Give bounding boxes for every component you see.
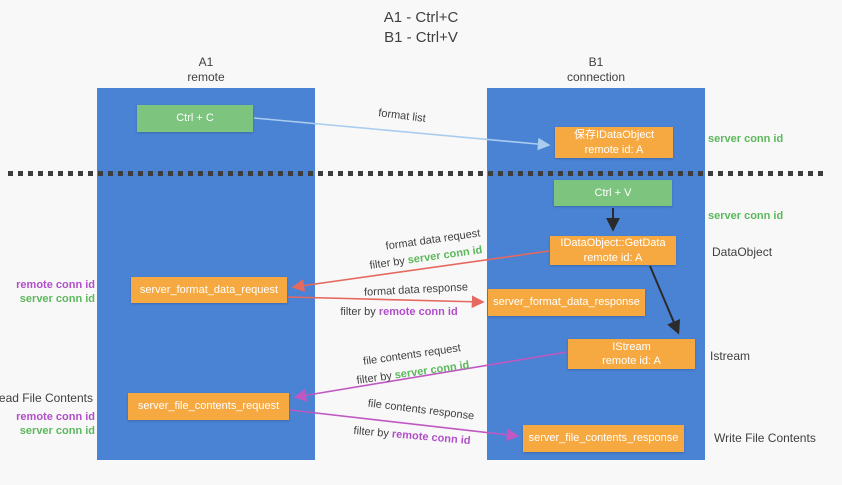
edge-file-contents-request xyxy=(293,351,568,402)
filter-key-remote-conn-id: remote conn id xyxy=(378,306,458,318)
node-format-response-label: server_format_data_response xyxy=(493,296,640,309)
node-save-idataobject: 保存IDataObject remote id: A xyxy=(555,127,673,158)
annotation-dataobject: DataObject xyxy=(712,245,773,259)
node-getdata-line2: remote id: A xyxy=(583,251,643,264)
node-istream: IStream remote id: A xyxy=(568,339,695,369)
edge-file-contents-response xyxy=(289,409,520,442)
lane-header-b1: B1 connection xyxy=(487,55,705,85)
node-file-request-label: server_file_contents_request xyxy=(137,400,280,413)
dotted-divider xyxy=(8,171,828,176)
edge-getdata-to-istream xyxy=(649,265,681,335)
annotation-remote-conn-id-top: remote conn id xyxy=(16,279,95,291)
annotation-read-file-contents: Read File Contents xyxy=(0,391,93,405)
node-format-request-label: server_format_data_request xyxy=(139,283,279,296)
node-getdata-line1: IDataObject::GetData xyxy=(560,237,666,250)
edge-format-list xyxy=(253,117,551,151)
node-ctrl-v: Ctrl + V xyxy=(554,180,672,206)
node-server-format-data-request: server_format_data_request xyxy=(131,277,287,303)
annotation-remote-conn-id-bottom: remote conn id xyxy=(16,411,95,423)
diagram-title: A1 - Ctrl+C B1 - Ctrl+V xyxy=(0,8,842,48)
node-file-response-label: server_file_contents_response xyxy=(528,432,679,445)
annotation-server-conn-id-top: server conn id xyxy=(708,133,784,145)
node-istream-line1: IStream xyxy=(612,340,651,353)
lane-b1-subtitle: connection xyxy=(566,70,626,84)
node-istream-line2: remote id: A xyxy=(602,355,661,367)
node-server-file-contents-response: server_file_contents_response xyxy=(523,425,684,452)
annotation-write-file-contents: Write File Contents xyxy=(714,431,816,445)
lane-b1-name: B1 xyxy=(588,55,604,69)
annotation-server-conn-id-left-top: server conn id xyxy=(19,293,95,305)
lane-a1-name: A1 xyxy=(198,55,214,69)
lane-header-a1: A1 remote xyxy=(97,55,315,85)
node-server-file-contents-request: server_file_contents_request xyxy=(128,393,289,420)
annotation-istream: Istream xyxy=(710,349,751,363)
label-filter-format-response: filter by remote conn id xyxy=(340,306,457,318)
node-ctrl-c: Ctrl + C xyxy=(137,105,253,132)
annotation-server-conn-id-mid: server conn id xyxy=(708,210,784,222)
edge-format-data-response xyxy=(287,295,485,309)
node-ctrl-v-label: Ctrl + V xyxy=(594,186,632,199)
annotation-server-conn-id-left-bottom: server conn id xyxy=(19,425,95,437)
edge-format-data-request xyxy=(291,250,550,292)
node-save-idataobject-line1: 保存IDataObject xyxy=(573,129,655,142)
title-line-2: B1 - Ctrl+V xyxy=(384,29,458,46)
node-server-format-data-response: server_format_data_response xyxy=(488,289,645,316)
node-idataobject-getdata: IDataObject::GetData remote id: A xyxy=(550,236,676,265)
node-save-idataobject-line2: remote id: A xyxy=(584,143,644,156)
node-ctrl-c-label: Ctrl + C xyxy=(176,112,214,125)
lane-a1-subtitle: remote xyxy=(187,70,225,84)
title-line-1: A1 - Ctrl+C xyxy=(383,9,459,26)
filter-prefix: filter by xyxy=(340,306,379,318)
